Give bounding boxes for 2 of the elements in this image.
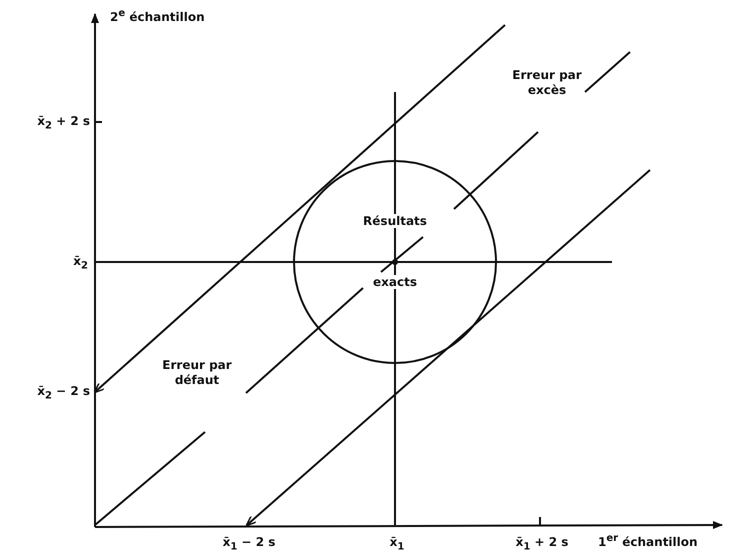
circle-label: exacts xyxy=(371,275,419,289)
circle-label: Résultats xyxy=(361,214,429,228)
